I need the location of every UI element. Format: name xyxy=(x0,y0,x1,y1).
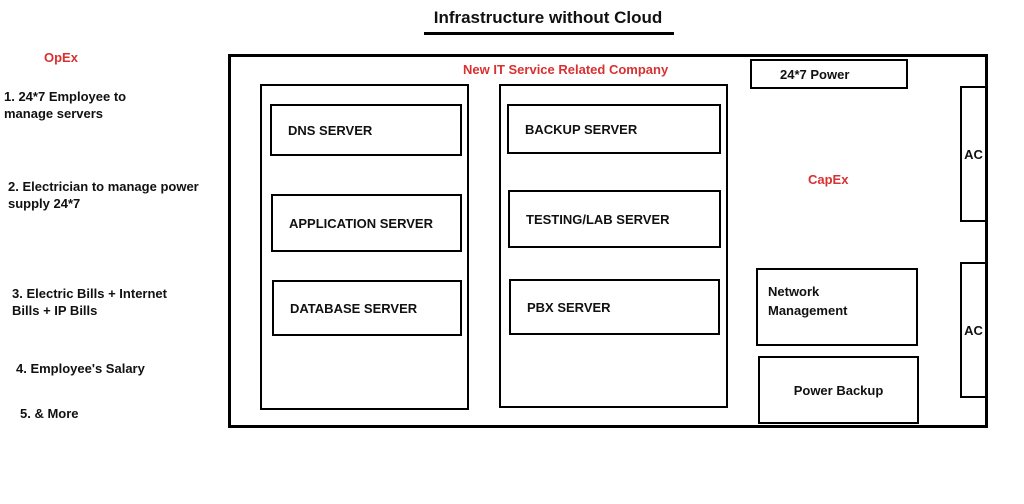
pbx-server: PBX SERVER xyxy=(509,279,720,335)
power-backup-box: Power Backup xyxy=(758,356,919,424)
application-server-label: APPLICATION SERVER xyxy=(289,215,433,231)
right-server-rack xyxy=(499,84,728,408)
opex-item-more: 5. & More xyxy=(20,406,79,421)
company-frame xyxy=(228,54,988,428)
power-label: 24*7 Power xyxy=(780,66,850,82)
left-server-rack xyxy=(260,84,469,410)
title-underline xyxy=(424,32,674,35)
dns-server-label: DNS SERVER xyxy=(288,122,373,138)
ac-unit-top-label: AC xyxy=(964,146,983,162)
database-server: DATABASE SERVER xyxy=(272,280,462,336)
testing-lab-server: TESTING/LAB SERVER xyxy=(508,190,721,248)
ac-unit-bottom: AC xyxy=(960,262,987,398)
pbx-server-label: PBX SERVER xyxy=(527,299,611,315)
opex-item-salary: 4. Employee's Salary xyxy=(16,361,145,376)
network-management-label: Network Management xyxy=(768,284,848,318)
testing-lab-server-label: TESTING/LAB SERVER xyxy=(526,211,670,227)
opex-heading: OpEx xyxy=(44,50,78,65)
diagram-title: Infrastructure without Cloud xyxy=(433,8,663,27)
network-management-box: Network Management xyxy=(756,268,918,346)
opex-item-electrician: 2. Electrician to manage power supply 24… xyxy=(8,179,199,211)
ac-unit-bottom-label: AC xyxy=(964,322,983,338)
power-box: 24*7 Power xyxy=(750,59,908,89)
database-server-label: DATABASE SERVER xyxy=(290,300,418,316)
backup-server-label: BACKUP SERVER xyxy=(525,121,638,137)
company-label: New IT Service Related Company xyxy=(463,62,669,77)
capex-label: CapEx xyxy=(808,172,849,187)
ac-unit-top: AC xyxy=(960,86,987,222)
power-backup-label: Power Backup xyxy=(793,382,884,398)
backup-server: BACKUP SERVER xyxy=(507,104,721,154)
opex-item-bills: 3. Electric Bills + Internet Bills + IP … xyxy=(12,286,167,318)
opex-item-employees: 1. 24*7 Employee to manage servers xyxy=(4,89,127,121)
dns-server: DNS SERVER xyxy=(270,104,462,156)
application-server: APPLICATION SERVER xyxy=(271,194,462,252)
